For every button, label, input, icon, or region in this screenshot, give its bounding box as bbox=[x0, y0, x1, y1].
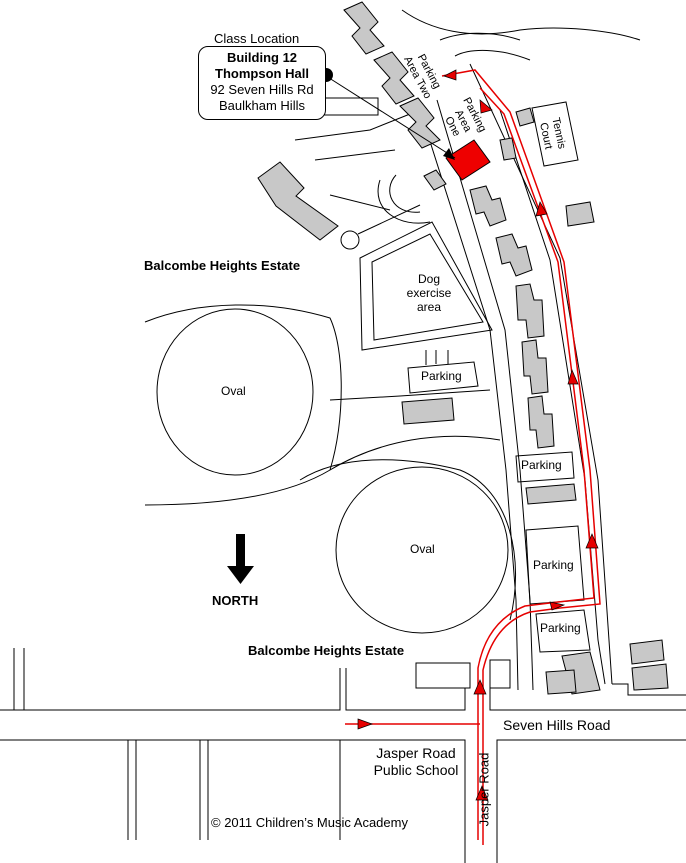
building-bar-1 bbox=[401, 397, 455, 425]
building-block-bottom bbox=[415, 659, 511, 689]
seven-hills-road-label: Seven Hills Road bbox=[503, 717, 611, 733]
school-label: Jasper Road Public School bbox=[373, 745, 459, 778]
oval-left-surround bbox=[144, 304, 342, 506]
parking-lot-access bbox=[425, 350, 449, 365]
triangle-arrow-icon bbox=[475, 785, 489, 801]
building-row-3 bbox=[515, 283, 545, 339]
building-top-2 bbox=[373, 51, 415, 105]
parking-label-3: Parking bbox=[533, 558, 574, 572]
building-row-1 bbox=[469, 185, 507, 227]
circle-road-2 bbox=[377, 179, 431, 224]
callout-hall: Thompson Hall bbox=[215, 66, 309, 81]
building-bar-2 bbox=[525, 483, 577, 505]
callout-suburb: Baulkham Hills bbox=[219, 98, 305, 113]
seven-hills-road-south bbox=[0, 739, 686, 863]
path-west bbox=[300, 97, 379, 116]
dog-area-outer bbox=[359, 221, 493, 351]
building-se-3 bbox=[629, 639, 665, 665]
route-line-inner bbox=[477, 87, 595, 840]
north-label: NORTH bbox=[212, 593, 259, 608]
building-small-3 bbox=[515, 107, 535, 127]
building-row-5 bbox=[527, 395, 555, 449]
top-loop bbox=[401, 9, 641, 41]
dog-area-label: Dog exercise area bbox=[406, 272, 452, 314]
side-streets bbox=[127, 740, 341, 840]
triangle-arrow-icon bbox=[567, 368, 579, 385]
roundabout bbox=[340, 230, 360, 250]
parking-label-2: Parking bbox=[521, 458, 562, 472]
triangle-arrow-icon bbox=[357, 718, 374, 730]
triangle-arrow-icon bbox=[549, 601, 566, 611]
oval-surround-3 bbox=[299, 459, 516, 621]
triangle-arrow-icon bbox=[479, 99, 493, 114]
callout-street: 92 Seven Hills Rd bbox=[210, 82, 314, 97]
oval-right-label: Oval bbox=[410, 542, 435, 556]
triangle-arrow-icon bbox=[535, 201, 548, 217]
oval-right bbox=[335, 466, 509, 634]
seven-hills-road-north bbox=[0, 668, 686, 711]
callout-heading: Class Location bbox=[214, 31, 300, 46]
oval-right-surround bbox=[329, 435, 501, 471]
building-west bbox=[257, 161, 339, 241]
parking-lot-outline-4 bbox=[535, 609, 591, 653]
road-strip-inner bbox=[419, 109, 519, 691]
building-small-1 bbox=[423, 169, 447, 191]
triangle-arrow-icon bbox=[473, 679, 487, 695]
building-top-3 bbox=[399, 97, 441, 149]
right-buildings-road bbox=[612, 683, 686, 696]
tennis-court-outline bbox=[531, 101, 579, 167]
jasper-road-label: Jasper Road bbox=[476, 752, 492, 827]
left-bend bbox=[329, 194, 391, 211]
callout-building: Building 12 bbox=[226, 50, 298, 65]
oval-left bbox=[156, 308, 314, 476]
building-row-4 bbox=[521, 339, 549, 395]
oval-left-surround-2 bbox=[329, 389, 491, 401]
dog-area-inner bbox=[371, 233, 484, 341]
parking-label-4: Parking bbox=[540, 621, 581, 635]
triangle-arrow-icon bbox=[585, 533, 599, 549]
building-east-1 bbox=[565, 201, 595, 227]
road-strip-outer bbox=[436, 99, 534, 691]
building-top-1 bbox=[343, 1, 385, 55]
callout-leader bbox=[325, 75, 456, 159]
road-east-outer bbox=[469, 63, 613, 685]
building-row-2 bbox=[495, 233, 533, 277]
oval-left-label: Oval bbox=[221, 384, 246, 398]
path-west-2 bbox=[294, 109, 421, 141]
estate-label-bottom: Balcombe Heights Estate bbox=[248, 643, 405, 658]
path-west-3 bbox=[314, 149, 396, 161]
side-road-north bbox=[13, 648, 25, 710]
destination-building bbox=[445, 139, 491, 181]
connector bbox=[357, 204, 421, 235]
parking-label-1: Parking bbox=[421, 369, 462, 383]
copyright-label: © 2011 Children’s Music Academy bbox=[211, 815, 408, 830]
building-small-2 bbox=[499, 137, 517, 161]
parking-lot-outline-1 bbox=[407, 361, 479, 394]
building-se-4 bbox=[631, 663, 669, 691]
leader-arrowhead bbox=[443, 148, 455, 160]
circle-road bbox=[389, 174, 421, 213]
top-loop-3 bbox=[454, 49, 531, 61]
parking-lot-outline-3 bbox=[525, 525, 585, 605]
top-loop-2 bbox=[439, 32, 521, 41]
arrow-down-icon bbox=[227, 534, 254, 584]
class-location-callout: Building 12 Thompson Hall 92 Seven Hills… bbox=[198, 46, 326, 120]
estate-label-top: Balcombe Heights Estate bbox=[144, 258, 301, 273]
parking-lot-outline-2 bbox=[515, 451, 575, 483]
triangle-arrow-icon bbox=[443, 69, 457, 81]
building-se-2 bbox=[545, 669, 577, 695]
